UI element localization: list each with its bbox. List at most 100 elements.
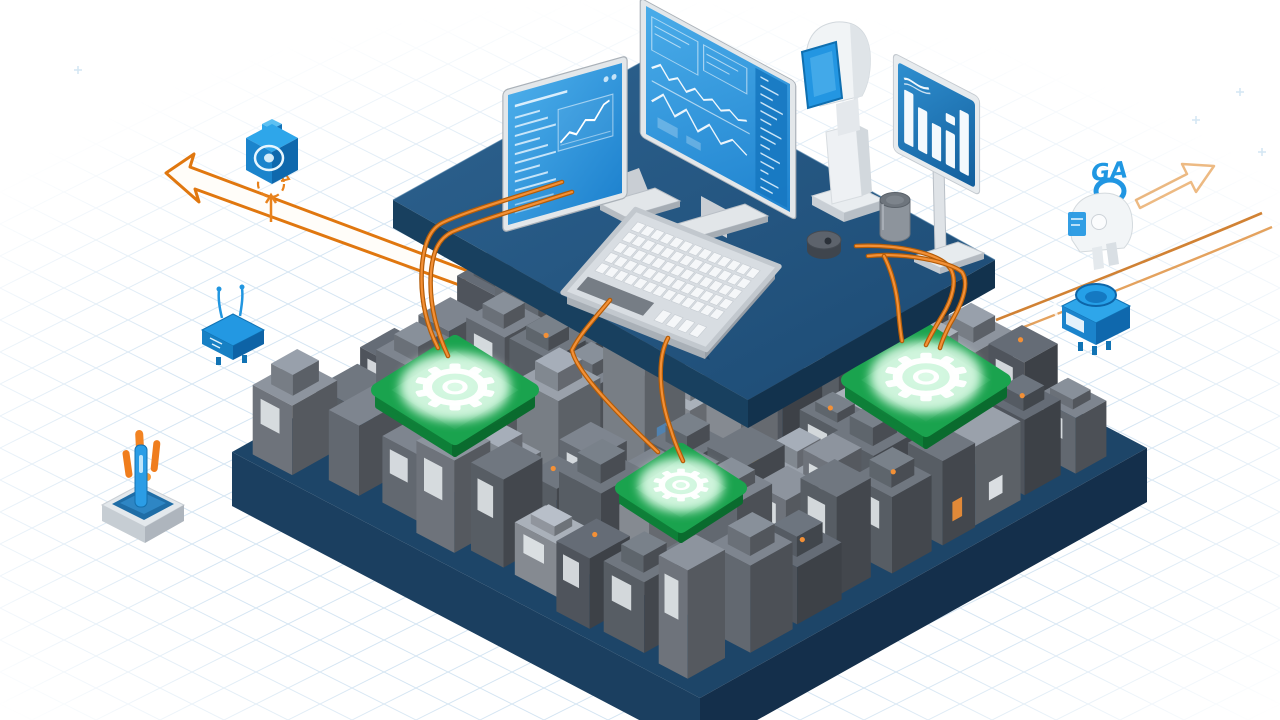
machine-top	[988, 325, 1058, 363]
keyboard-key	[613, 270, 630, 282]
keyboard-key	[660, 260, 676, 273]
machine-top	[949, 302, 996, 328]
code-line	[760, 135, 776, 146]
keyboard-key	[631, 249, 648, 262]
keyboard-key	[689, 300, 706, 313]
code-line	[760, 169, 769, 176]
machine-right-face	[942, 443, 976, 546]
monitor-center-content	[651, 15, 788, 208]
machine-left-face	[869, 459, 892, 488]
machine-left-face	[328, 410, 359, 496]
machine-right-face	[554, 516, 573, 537]
code-line	[760, 177, 779, 189]
machine-top	[482, 291, 525, 315]
keyboard-key	[603, 266, 620, 279]
cable	[853, 243, 956, 348]
machine-detail	[389, 449, 408, 483]
cable-stub	[550, 465, 556, 472]
machine-right-face	[796, 522, 823, 557]
keyboard-key	[641, 267, 658, 280]
vision-module-icon	[1053, 283, 1132, 355]
cable-stub	[592, 531, 598, 538]
code-line	[760, 109, 778, 121]
machine-right-face	[836, 478, 871, 597]
machine-left-face	[1001, 385, 1024, 412]
machine-detail	[611, 575, 632, 611]
machine-top	[1050, 377, 1091, 400]
sign-bar	[918, 107, 928, 155]
machine-right-face	[600, 450, 626, 484]
keyboard-key	[659, 246, 676, 259]
cable-stub	[543, 332, 549, 338]
keyboard-key	[744, 267, 761, 279]
code-line	[760, 93, 773, 102]
keyboard-key	[689, 286, 706, 299]
keyboard-key	[726, 273, 743, 286]
cable	[428, 189, 575, 359]
machine-right-face	[643, 542, 667, 573]
keyboard-key	[708, 294, 725, 306]
keyboard-key	[668, 250, 685, 263]
sign-bar	[945, 130, 955, 169]
cable	[658, 335, 686, 464]
machine-right-face	[750, 542, 793, 653]
machine-right-face	[687, 423, 710, 453]
keyboard-key	[640, 253, 657, 266]
keyboard-key	[716, 269, 733, 282]
keyboard-key	[679, 268, 696, 281]
machine-top	[530, 504, 573, 527]
keyboard-key	[688, 323, 708, 338]
keyboard-key	[649, 229, 666, 241]
module-cube-icon	[246, 119, 298, 184]
keyboard-key	[665, 314, 684, 329]
gear-chip	[841, 323, 1011, 449]
sign-bar	[904, 89, 914, 147]
keyboard-key	[632, 277, 649, 290]
machine-right-face	[557, 359, 583, 392]
cable	[569, 297, 661, 455]
machine-left-face	[727, 525, 751, 556]
keyboard-key	[639, 225, 656, 238]
keyboard-key	[687, 244, 704, 257]
cable	[881, 253, 905, 344]
machine-left-face	[526, 325, 549, 351]
machine-detail	[988, 474, 1003, 501]
machine-left-face	[394, 334, 419, 363]
machine-right-face	[687, 549, 725, 679]
list-line	[514, 116, 548, 128]
machine-top	[803, 432, 862, 465]
machine-detail	[952, 496, 963, 522]
keyboard-key	[594, 262, 611, 275]
cable	[419, 179, 565, 351]
machine-top	[800, 459, 871, 498]
machine-top	[570, 341, 614, 365]
sparkles	[74, 66, 1266, 156]
keyboard-key	[650, 257, 667, 269]
code-line	[760, 152, 780, 165]
machine-right-face	[750, 523, 775, 556]
code-line	[760, 143, 770, 151]
keyboard-key	[706, 251, 723, 264]
keyboard-key	[708, 308, 725, 320]
code-line	[760, 126, 782, 140]
machine-top	[394, 321, 441, 347]
monitor-left-content	[514, 73, 617, 214]
machine-right-face	[292, 360, 319, 396]
list-line	[514, 136, 540, 147]
keyboard-key	[660, 275, 677, 287]
keyboard-trackstrip	[576, 276, 655, 316]
keyboard-key	[707, 280, 724, 292]
machine-right-face	[892, 475, 932, 574]
machine-detail	[477, 478, 494, 519]
machine-left-face	[1050, 387, 1073, 410]
machine-right-face	[1023, 385, 1045, 412]
machine-left-face	[815, 401, 838, 423]
list-line	[514, 164, 540, 174]
machine-right-face	[1072, 389, 1091, 410]
keyboard-key	[651, 271, 668, 284]
machine-top	[944, 405, 1021, 447]
machine-top	[665, 412, 710, 437]
machine-right-face	[891, 458, 915, 488]
